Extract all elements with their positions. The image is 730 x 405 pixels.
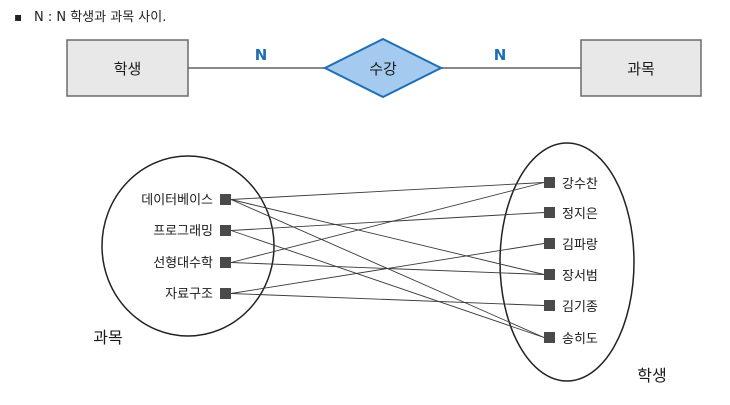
entity-subject-box (580, 39, 702, 97)
mapping-link (230, 199, 545, 275)
student-set-label: 학생 (637, 366, 666, 385)
entity-student-box (66, 39, 189, 97)
student-label-6: 송히도 (562, 332, 598, 347)
mapping-links (230, 182, 545, 338)
subject-items: 데이터베이스 프로그래밍 선형대수학 자료구조 (141, 193, 231, 302)
cardinality-left: N (255, 46, 268, 64)
subject-marker-linear-algebra (220, 257, 231, 268)
subject-marker-data-structures (220, 288, 231, 299)
relationship-label: 수강 (369, 60, 397, 78)
entity-subject-label: 과목 (627, 60, 655, 78)
subject-label-linear-algebra: 선형대수학 (153, 256, 213, 271)
heading-text: N : N 학생과 과목 사이. (34, 10, 166, 25)
subject-set-label: 과목 (93, 328, 122, 347)
subject-set-ellipse (101, 155, 275, 337)
student-items: 강수찬 정지은 김파랑 장서범 김기종 송히도 (544, 177, 598, 347)
subject-marker-programming (220, 225, 231, 236)
student-label-2: 정지은 (562, 207, 598, 222)
mapping-link (230, 230, 545, 338)
student-marker-5 (544, 300, 555, 311)
mapping-link (230, 243, 545, 294)
subject-label-programming: 프로그래밍 (153, 224, 213, 239)
student-label-1: 강수찬 (562, 177, 598, 192)
student-label-4: 장서범 (562, 269, 598, 284)
student-marker-3 (544, 238, 555, 249)
student-marker-4 (544, 269, 555, 280)
heading-bullet: ▪ (14, 10, 22, 24)
cardinality-right: N (494, 46, 507, 64)
subject-marker-database (220, 194, 231, 205)
mapping-link (230, 293, 545, 306)
student-marker-6 (544, 332, 555, 343)
student-marker-1 (544, 177, 555, 188)
student-marker-2 (544, 207, 555, 218)
subject-label-database: 데이터베이스 (141, 193, 213, 208)
mapping-link (230, 212, 545, 231)
subject-label-data-structures: 자료구조 (165, 287, 213, 302)
relationship-diamond (322, 37, 444, 99)
mapping-link (230, 182, 545, 200)
entity-student-label: 학생 (114, 60, 142, 78)
mapping-link (230, 182, 545, 263)
student-set-ellipse (499, 142, 635, 382)
student-label-3: 김파랑 (562, 238, 598, 253)
student-label-5: 김기종 (562, 300, 598, 315)
